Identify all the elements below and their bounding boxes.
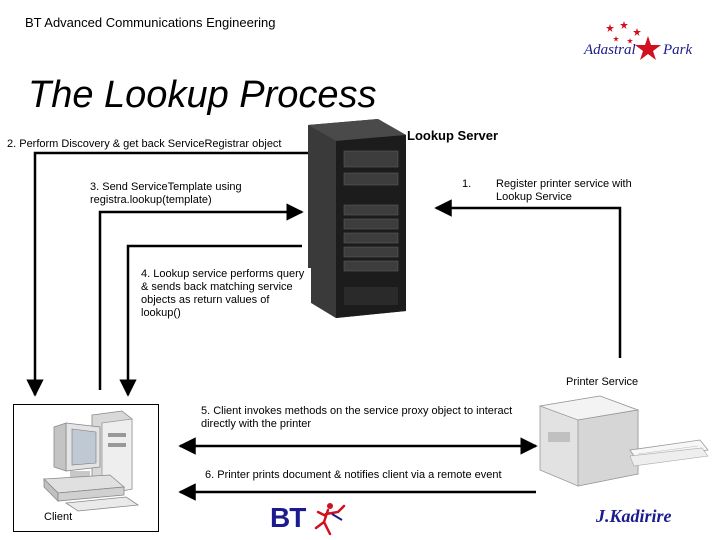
step-4-text: 4. Lookup service performs query & sends… [141,268,311,320]
slide-title: The Lookup Process [28,74,377,116]
computer-icon [43,410,140,512]
client-box: Client [13,404,159,532]
arrow-step-4 [119,244,302,397]
printer-icon [530,392,712,492]
bt-logo: BT [270,500,350,536]
arrow-step-1 [434,199,622,358]
printer-service-label: Printer Service [566,376,639,388]
step-3-text: 3. Send ServiceTemplate using registra.l… [90,181,242,206]
bt-piper-icon [314,503,346,536]
logo-word-park: Park [663,42,693,58]
lookup-server-label: Lookup Server [407,128,499,143]
server-icon [300,115,410,320]
star-icon [606,21,661,60]
adastral-park-logo: Adastral Park [580,18,693,68]
arrow-step-2 [26,151,312,397]
step-2-text: 2. Perform Discovery & get back ServiceR… [7,138,282,150]
arrow-step-3 [98,203,304,390]
client-label: Client [44,511,73,523]
step-1-number: 1. [462,178,472,190]
logo-word-adastral: Adastral [584,42,636,58]
step-6-text: 6. Printer prints document & notifies cl… [205,469,502,481]
author-signature: J.Kadirire [596,506,672,526]
step-5-text: 5. Client invokes methods on the service… [201,405,513,430]
header-title: BT Advanced Communications Engineering [25,15,276,30]
bt-logo-text: BT [270,502,306,533]
step-1-text: Register printer service with Lookup Ser… [496,178,632,203]
